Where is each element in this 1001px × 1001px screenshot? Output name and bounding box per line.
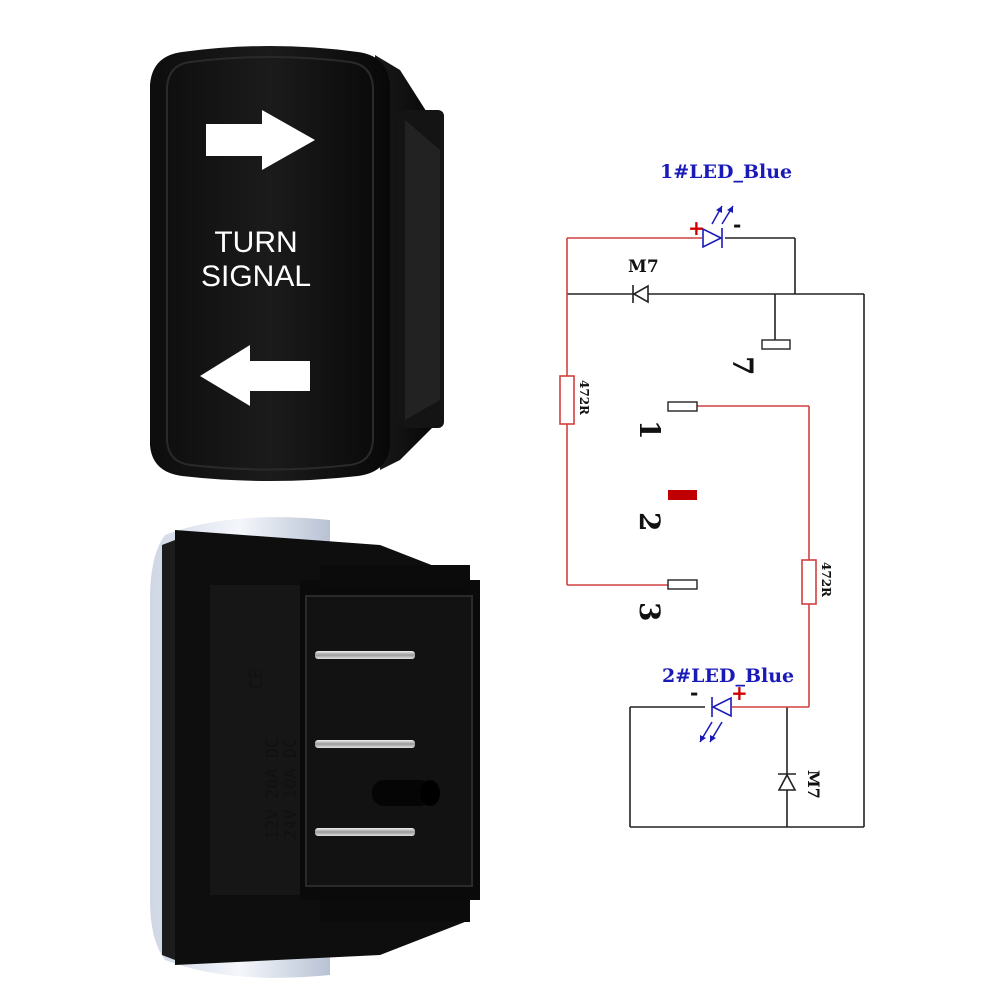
switch-legend-line1: TURN <box>214 226 297 259</box>
right-arrow-icon <box>206 110 315 170</box>
pin-3-label: 3 <box>633 602 666 621</box>
led1-symbol <box>702 205 734 249</box>
ce-mark: CE <box>246 668 267 690</box>
led1-label: 1#LED_Blue <box>660 161 792 183</box>
diode2-label: M7 <box>804 770 823 799</box>
pin-1-label: 1 <box>633 420 666 439</box>
wiring-diagram: 1#LED_Blue + - M7 472R 7 1 2 3 472R <box>559 161 865 828</box>
led2-minus: - <box>690 681 698 705</box>
switch-front: TURN SIGNAL <box>150 46 444 481</box>
center-post <box>372 780 432 806</box>
switch-legend-line2: SIGNAL <box>201 260 311 293</box>
resistor2-label: 472R <box>819 562 833 598</box>
pin-1-terminal <box>667 401 698 412</box>
led2-label: 2#LED_Blue <box>662 665 794 687</box>
diode1-label: M7 <box>628 257 659 277</box>
resistor1-symbol <box>559 375 575 425</box>
terminal-pin <box>315 651 415 659</box>
red-wires <box>566 237 810 708</box>
pin-7-terminal <box>761 339 791 350</box>
rating-line2: 24V 10A DC <box>281 738 301 840</box>
led1-minus: - <box>733 213 741 237</box>
rating-line1: 12V 20A DC <box>263 738 283 840</box>
led2-symbol <box>699 696 732 743</box>
pin-2-terminal <box>668 490 697 500</box>
led2-plus: + <box>731 681 748 705</box>
diode1-symbol <box>632 284 649 304</box>
pin-2-label: 2 <box>633 512 666 531</box>
pin-3-terminal <box>667 579 698 590</box>
left-arrow-icon <box>200 345 310 406</box>
led1-plus: + <box>688 216 705 240</box>
terminal-pin <box>315 740 415 748</box>
terminal-pin <box>315 828 415 836</box>
resistor2-symbol <box>801 559 817 605</box>
black-wires <box>567 237 865 828</box>
diode2-symbol <box>777 773 797 791</box>
pin-7-label: 7 <box>726 356 759 375</box>
resistor1-label: 472R <box>577 380 591 416</box>
switch-back: CE 12V 20A DC 24V 10A DC <box>150 517 480 978</box>
